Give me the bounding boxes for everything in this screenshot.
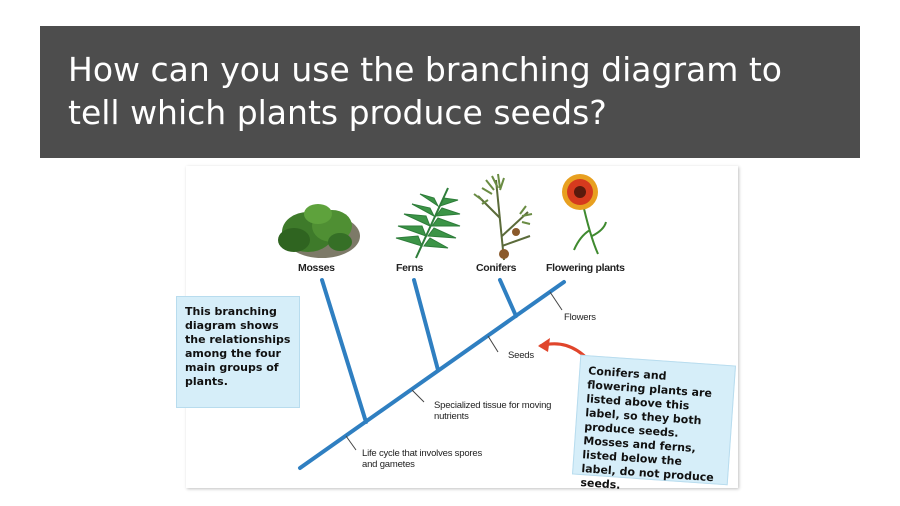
branch-mosses [320,278,368,424]
branching-diagram-figure: Mosses Ferns Conifers Flowering plants F… [176,166,738,492]
slide-title-bar: How can you use the branching diagram to… [40,26,860,158]
branch-conifers [498,278,518,318]
trait-label-seeds: Seeds [508,350,534,361]
callout-right: Conifers and flowering plants are listed… [572,354,736,492]
group-label-mosses: Mosses [298,262,335,274]
fern-icon [395,187,461,259]
group-label-conifers: Conifers [476,262,517,274]
flower-icon [562,174,607,255]
callout-left: This branching diagram shows the relatio… [176,296,300,408]
trait-label-tissue: Specialized tissue for moving nutrients [434,400,552,422]
seeds-arrow-head [538,338,550,352]
trait-tick-lifecycle [345,435,357,451]
trait-tick-tissue [411,389,425,403]
moss-icon [278,204,360,258]
group-label-ferns: Ferns [396,262,424,274]
main-trunk-line [298,280,566,470]
trait-tick-flowers [549,291,563,311]
trait-tick-seeds [487,335,499,353]
conifer-icon [473,173,533,261]
slide-title: How can you use the branching diagram to… [68,50,782,132]
trait-label-lifecycle: Life cycle that involves spores and game… [362,448,482,470]
trait-label-flowers: Flowers [564,312,596,323]
branch-ferns [412,278,440,372]
group-label-flowering: Flowering plants [546,262,625,274]
